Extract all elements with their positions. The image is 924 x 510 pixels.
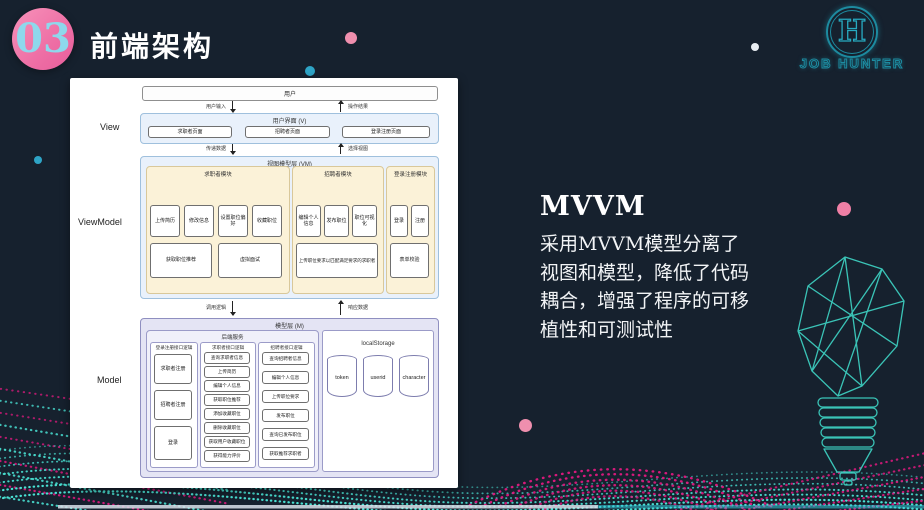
storage-item: userid [363,359,393,397]
api-item: 编辑个人信息 [204,380,250,392]
arrow-down-icon [229,300,236,316]
api-item: 获取推荐求职者 [262,447,309,460]
arrow-up-icon [337,100,344,113]
vm-item: 发布职位 [324,205,349,237]
logo-name: JOB HUNTER [799,56,905,72]
api-item: 获取用户收藏职位 [204,436,250,448]
storage-cylinder-icon: character [399,355,429,397]
api-item: 发布职位 [262,409,309,422]
slide-number: 03 [15,15,71,62]
arrow-label-pass-data: 传递数据 [205,146,226,152]
page-title: 前端架构 [90,31,215,62]
api-item: 求职者注册 [154,354,192,384]
arrow-up-icon [337,300,344,316]
arrow-up-icon [337,143,344,155]
api-item: 获取职位推荐 [204,394,250,406]
slide-number-badge: 03 [12,8,74,70]
arrow-label-operation-result: 操作结果 [348,104,369,110]
local-storage-title: localStorage [361,341,395,347]
api-item: 获得能力评价 [204,450,250,462]
vm-item: 收藏职位 [252,205,282,237]
layer-label-viewmodel: ViewModel [78,217,122,227]
mvvm-heading: MVVM [540,191,646,222]
vm-item: 登录 [390,205,408,237]
viewmodel-layer-title: 视图模型层 (VM) [267,162,312,168]
api-item: 添加收藏职位 [204,408,250,420]
api-item: 查询招聘者信息 [262,352,309,365]
accent-dot-cyan-under-title [305,66,315,76]
vm-item: 注册 [411,205,429,237]
vm-module-title: 求职者模块 [204,172,232,178]
vm-item: 职位可视化 [352,205,377,237]
logo-letter: H [837,14,867,49]
layer-label-view: View [100,122,120,132]
api-item: 登录 [154,426,192,460]
api-item: 上传简历 [204,366,250,378]
mvvm-description: 采用MVVM模型分离了视图和模型，降低了代码耦合，增强了程序的可移植性和可测试性 [540,233,750,341]
api-item: 上传职位要求 [262,390,309,403]
view-page-box: 求职者页面 [148,126,232,138]
api-item: 招聘者注册 [154,390,192,420]
vm-item: 表单校验 [390,243,429,278]
api-item: 查询已发布职位 [262,428,309,441]
api-column-title: 求职者接口逻辑 [211,345,245,350]
api-item: 删除收藏职位 [204,422,250,434]
view-page-box: 登录注册页面 [342,126,430,138]
storage-cylinder-icon: userid [363,355,393,397]
vm-item: 编辑个人信息 [296,205,321,237]
storage-item: token [327,359,357,397]
model-layer-title: 模型层 (M) [275,324,304,330]
accent-dot-pink-right [837,202,851,216]
view-page-box: 招聘者页面 [245,126,330,138]
accent-dot-pink-bottom [519,419,532,432]
arrow-label-call-logic: 调用逻辑 [205,305,226,311]
layer-label-model: Model [97,375,122,385]
vm-item: 上传简历 [150,205,180,237]
arrow-label-response-data: 响应数据 [348,305,369,311]
accent-dot-white-top [751,43,759,51]
api-item: 查询求职者信息 [204,352,250,364]
api-column-title: 登录注册接口逻辑 [155,345,193,350]
storage-cylinder-icon: token [327,355,357,397]
vm-item: 设置职位偏好 [218,205,248,237]
vm-item: 获取职位推荐 [150,243,212,278]
arrow-down-icon [229,100,236,113]
api-item: 编辑个人信息 [262,371,309,384]
vm-item: 上传职位要求以匹配满足要求的求职者 [296,243,378,278]
arrow-label-user-input: 用户输入 [205,104,226,110]
job-hunter-logo: H JOB HUNTER [788,2,916,74]
user-box: 用户 [142,86,438,101]
accent-dot-pink-top [345,32,357,44]
arrow-down-icon [229,143,236,155]
backend-service-title: 后端服务 [221,335,244,341]
api-column-title: 招聘者接口逻辑 [270,345,303,350]
architecture-diagram-panel: View ViewModel Model 用户 用户输入 操作结果 用户界面 (… [70,78,458,488]
logo-ring-icon: H [826,6,878,58]
vm-item: 修改信息 [184,205,214,237]
arrow-label-select-view: 选择视图 [348,146,369,152]
vm-module-title: 招聘者模块 [324,172,352,178]
accent-dot-cyan-left [34,156,42,164]
vm-item: 虚拟面试 [218,243,282,278]
vm-module-title: 登录注册模块 [393,172,427,178]
view-layer-title: 用户界面 (V) [272,119,307,125]
storage-item: character [399,359,429,397]
local-storage-box: localStorage [322,330,434,472]
